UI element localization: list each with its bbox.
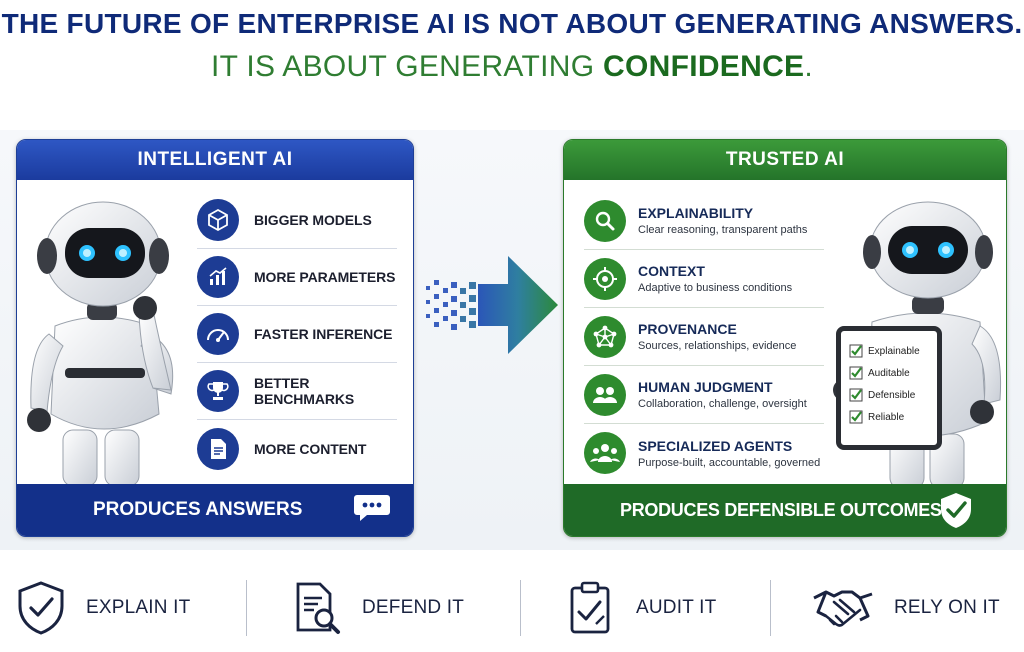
team-icon — [584, 432, 626, 474]
principle-label: RELY ON IT — [894, 597, 1000, 618]
clipboard-check-icon — [570, 581, 610, 634]
people-icon — [584, 373, 626, 416]
headline-emphasis: CONFIDENCE — [603, 50, 805, 83]
shield-check-icon — [18, 581, 64, 635]
list-item: MORE CONTENT — [197, 420, 397, 477]
headline-line-2-suffix: . — [804, 50, 813, 83]
left-footer-label: PRODUCES ANSWERS — [93, 499, 303, 520]
checklist-item: Explainable — [849, 340, 937, 362]
bar-chart-icon — [197, 256, 239, 298]
list-item-label: BIGGER MODELS — [254, 212, 372, 228]
list-item-label: MORE CONTENT — [254, 440, 367, 457]
intelligent-ai-list: BIGGER MODELS MORE PARAMETERS FASTER INF… — [197, 192, 397, 477]
principle-defend: DEFEND IT — [292, 578, 464, 638]
check-icon — [849, 344, 863, 358]
checklist-label: Defensible — [868, 389, 916, 401]
list-item: BETTER BENCHMARKS — [197, 363, 397, 420]
target-icon — [584, 257, 626, 300]
list-item: SPECIALIZED AGENTS Purpose-built, accoun… — [584, 424, 824, 482]
shield-check-icon — [941, 493, 971, 528]
divider — [520, 580, 521, 636]
check-icon — [849, 388, 863, 402]
document-search-icon — [296, 582, 340, 634]
list-item: FASTER INFERENCE — [197, 306, 397, 363]
list-item-label: MORE PARAMETERS — [254, 269, 396, 285]
principle-label: EXPLAIN IT — [86, 597, 191, 618]
checklist-label: Explainable — [868, 345, 920, 357]
bottom-principles: EXPLAIN IT DEFEND IT AUDIT IT RELY ON IT — [0, 568, 1024, 648]
principle-label: DEFEND IT — [362, 597, 465, 618]
list-item: CONTEXT Adaptive to business conditions — [584, 250, 824, 308]
list-item: PROVENANCE Sources, relationships, evide… — [584, 308, 824, 366]
thinking-robot-icon — [27, 201, 174, 486]
magnifier-icon — [584, 199, 626, 242]
headline-line-1: THE FUTURE OF ENTERPRISE AI IS NOT ABOUT… — [1, 8, 1023, 39]
headline-line-2: IT IS ABOUT GENERATING CONFIDENCE. — [0, 50, 1024, 84]
list-item-desc: Collaboration, challenge, oversight — [638, 398, 807, 410]
list-item: MORE PARAMETERS — [197, 249, 397, 306]
right-panel-title: TRUSTED AI — [564, 140, 1006, 180]
principle-label: AUDIT IT — [636, 597, 717, 618]
checklist-tablet: Explainable Auditable Defensible Reliabl… — [836, 326, 942, 450]
checklist-item: Auditable — [849, 362, 937, 384]
list-item-title: SPECIALIZED AGENTS — [638, 437, 793, 454]
list-item: BIGGER MODELS — [197, 192, 397, 249]
checklist-label: Auditable — [868, 367, 910, 379]
checklist-label: Reliable — [868, 411, 905, 423]
intelligent-ai-panel: INTELLIGENT AI — [16, 139, 414, 537]
divider — [246, 580, 247, 636]
list-item-desc: Clear reasoning, transparent paths — [638, 224, 808, 236]
trophy-icon — [197, 370, 239, 412]
network-icon — [584, 315, 626, 358]
principle-rely: RELY ON IT — [812, 578, 1000, 638]
list-item: EXPLAINABILITY Clear reasoning, transpar… — [584, 192, 824, 250]
list-item-title: CONTEXT — [638, 263, 705, 279]
speedometer-icon — [197, 313, 239, 355]
trusted-ai-list: EXPLAINABILITY Clear reasoning, transpar… — [584, 192, 824, 482]
list-item-title: EXPLAINABILITY — [638, 205, 754, 221]
cube-icon — [197, 199, 239, 241]
handshake-icon — [813, 590, 873, 627]
trusted-ai-panel: TRUSTED AI EXPLAINABILITY Clear reasonin… — [563, 139, 1007, 537]
list-item-label: FASTER INFERENCE — [254, 326, 393, 342]
left-panel-title: INTELLIGENT AI — [17, 140, 413, 180]
divider — [770, 580, 771, 636]
check-icon — [849, 410, 863, 424]
list-item-title: PROVENANCE — [638, 321, 737, 337]
checklist-item: Reliable — [849, 406, 937, 428]
list-item-title: HUMAN JUDGMENT — [638, 379, 773, 395]
right-footer-label: PRODUCES DEFENSIBLE OUTCOMES — [620, 499, 942, 520]
list-item-desc: Purpose-built, accountable, governed — [638, 456, 821, 469]
principle-explain: EXPLAIN IT — [16, 578, 190, 638]
document-icon — [197, 427, 239, 470]
list-item-label: BETTER BENCHMARKS — [254, 375, 355, 407]
chat-bubble-icon — [354, 495, 390, 521]
list-item-desc: Sources, relationships, evidence — [638, 340, 797, 352]
left-panel-footer: PRODUCES ANSWERS — [17, 484, 413, 536]
checklist-item: Defensible — [849, 384, 937, 406]
transition-arrow-icon — [426, 256, 558, 354]
principle-audit: AUDIT IT — [566, 578, 716, 638]
headline-line-2-prefix: IT IS ABOUT GENERATING — [211, 50, 603, 83]
check-icon — [849, 366, 863, 380]
list-item-desc: Adaptive to business conditions — [638, 282, 793, 294]
list-item: HUMAN JUDGMENT Collaboration, challenge,… — [584, 366, 824, 424]
right-panel-footer: PRODUCES DEFENSIBLE OUTCOMES — [564, 484, 1006, 536]
